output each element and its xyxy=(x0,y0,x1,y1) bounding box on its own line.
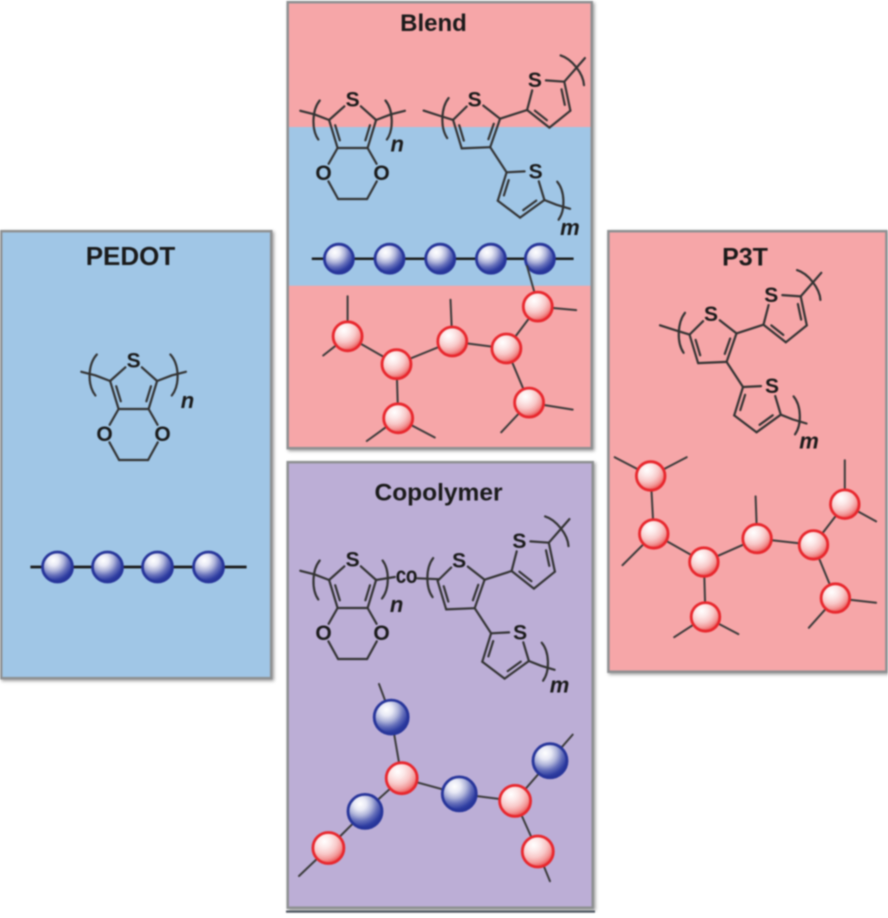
svg-text:S: S xyxy=(764,284,778,307)
svg-text:Copolymer: Copolymer xyxy=(375,479,503,506)
svg-text:S: S xyxy=(452,549,466,572)
svg-text:S: S xyxy=(513,621,527,644)
svg-text:O: O xyxy=(154,423,170,446)
svg-text:PEDOT: PEDOT xyxy=(86,241,176,271)
svg-text:m: m xyxy=(799,429,819,454)
svg-text:O: O xyxy=(315,622,331,645)
svg-text:n: n xyxy=(390,132,403,157)
svg-text:S: S xyxy=(704,303,718,326)
svg-text:co: co xyxy=(396,564,418,589)
svg-text:O: O xyxy=(315,162,331,185)
svg-text:S: S xyxy=(765,375,779,398)
svg-text:O: O xyxy=(96,423,112,446)
svg-text:S: S xyxy=(127,350,141,373)
svg-text:P3T: P3T xyxy=(722,244,768,272)
svg-text:S: S xyxy=(346,549,360,572)
svg-text:n: n xyxy=(390,592,403,617)
svg-text:S: S xyxy=(528,69,542,92)
svg-text:S: S xyxy=(346,89,360,112)
svg-text:m: m xyxy=(560,215,580,240)
svg-text:S: S xyxy=(529,160,543,183)
svg-text:S: S xyxy=(512,530,526,553)
svg-text:m: m xyxy=(550,672,570,697)
svg-text:O: O xyxy=(373,622,389,645)
svg-text:O: O xyxy=(373,162,389,185)
svg-text:n: n xyxy=(181,388,194,413)
svg-text:Blend: Blend xyxy=(400,10,467,37)
svg-text:S: S xyxy=(468,88,482,111)
